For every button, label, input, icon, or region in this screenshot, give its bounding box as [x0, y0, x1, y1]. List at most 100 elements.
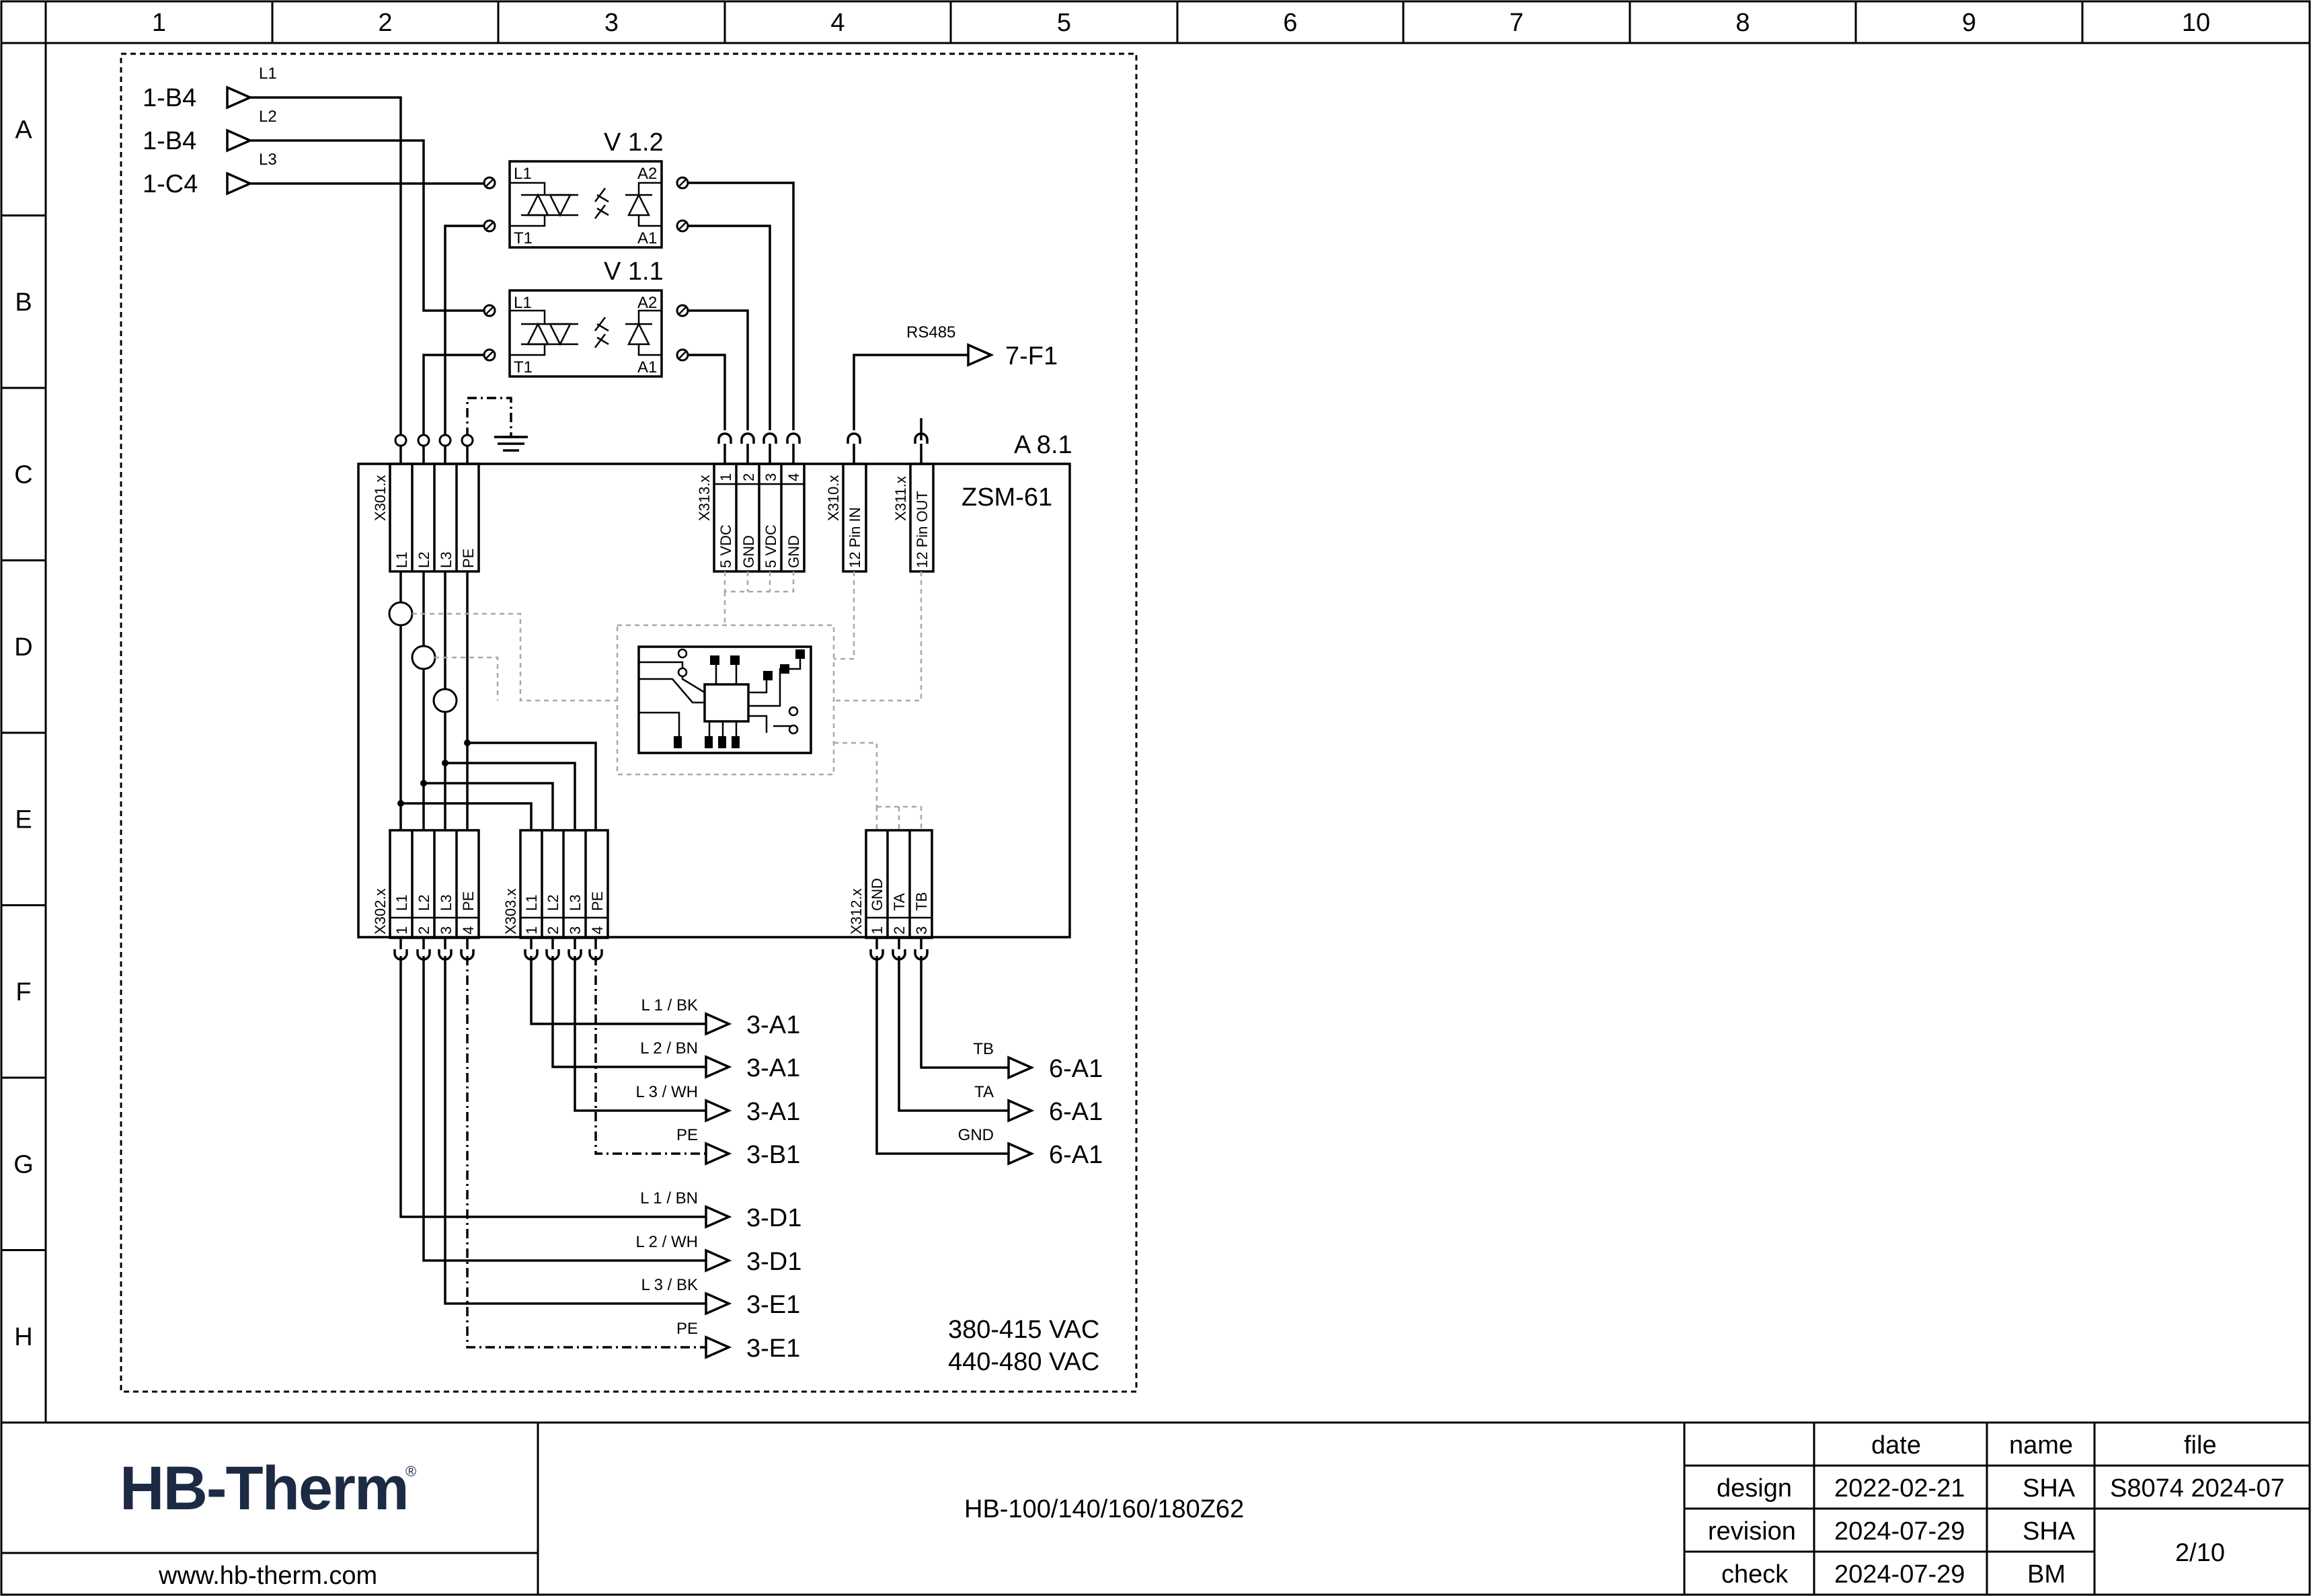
- rs485-ref: 7-F1: [1005, 342, 1058, 370]
- title-block: HB-Therm ® www.hb-therm.com HB-100/140/1…: [1, 1423, 2310, 1595]
- column-header: 7: [1510, 9, 1524, 37]
- connector-x302: X302.x L1 L2 L3 PE 1 2 3 4: [372, 829, 480, 939]
- svg-text:2: 2: [545, 926, 561, 934]
- check-date: 2024-07-29: [1834, 1560, 1965, 1589]
- column-header: 8: [1735, 9, 1750, 37]
- column-header: 9: [1962, 9, 1976, 37]
- x302-name: X302.x: [372, 889, 389, 935]
- row-header: A: [15, 116, 32, 144]
- circuit-board-icon: [637, 645, 812, 754]
- column-header: 1: [152, 9, 166, 37]
- relay-v11-title: V 1.1: [604, 257, 664, 286]
- header-date: date: [1871, 1431, 1921, 1460]
- sheet-number: 2/10: [2175, 1539, 2225, 1567]
- column-header: 5: [1057, 9, 1071, 37]
- connector-x303: X303.x L1 L2 L3 PE 1 2 3 4: [502, 829, 609, 939]
- svg-text:1: 1: [869, 926, 886, 934]
- svg-text:2: 2: [416, 926, 432, 934]
- input-arrow-3: [226, 172, 251, 195]
- row-header: B: [15, 288, 32, 317]
- svg-text:T1: T1: [514, 358, 533, 376]
- internal-signal-lines: [412, 571, 923, 830]
- row-label-check: check: [1721, 1560, 1789, 1589]
- svg-text:3: 3: [762, 473, 779, 481]
- svg-text:L1: L1: [393, 552, 410, 568]
- svg-text:GND: GND: [785, 535, 802, 568]
- svg-text:A1: A1: [637, 229, 657, 247]
- svg-text:3: 3: [567, 926, 584, 934]
- svg-text:1: 1: [393, 926, 410, 934]
- header-file: file: [2184, 1431, 2217, 1460]
- company-website: www.hb-therm.com: [158, 1562, 377, 1590]
- svg-text:5 VDC: 5 VDC: [762, 524, 779, 568]
- input-arrow-2: [226, 129, 251, 152]
- svg-text:T1: T1: [514, 229, 533, 247]
- revision-date: 2024-07-29: [1834, 1517, 1965, 1546]
- svg-text:PE: PE: [589, 891, 606, 911]
- svg-text:PE: PE: [460, 891, 477, 911]
- module-name: ZSM-61: [962, 483, 1052, 512]
- output-references: 3-A1L 1 / BK3-A1L 2 / BN3-A1L 3 / WH3-B1…: [636, 996, 1103, 1363]
- svg-text:L1: L1: [514, 294, 532, 312]
- column-header: 2: [378, 9, 392, 37]
- output-arrow: [705, 1336, 730, 1359]
- output-wire-label: TA: [974, 1083, 994, 1101]
- module-zsm61: A 8.1 ZSM-61: [357, 431, 1072, 939]
- svg-text:PE: PE: [460, 549, 477, 568]
- output-wire-label: TB: [973, 1040, 994, 1058]
- row-header: E: [15, 805, 32, 834]
- x311-name: X311.x: [892, 476, 909, 521]
- svg-text:2: 2: [740, 473, 757, 481]
- relay-terminals: [483, 176, 689, 362]
- design-date: 2022-02-21: [1834, 1474, 1965, 1503]
- output-ref: 6-A1: [1049, 1098, 1103, 1126]
- svg-text:L2: L2: [416, 895, 432, 911]
- voltage-line-2: 440-480 VAC: [948, 1348, 1099, 1376]
- x310-name: X310.x: [825, 475, 842, 522]
- svg-text:12 Pin OUT: 12 Pin OUT: [914, 491, 931, 568]
- svg-text:12 Pin IN: 12 Pin IN: [847, 508, 863, 569]
- svg-text:GND: GND: [740, 535, 757, 568]
- svg-text:1: 1: [523, 926, 540, 934]
- output-ref: 3-D1: [746, 1204, 801, 1232]
- output-ref: 3-A1: [746, 1098, 800, 1126]
- row-label-design: design: [1717, 1474, 1792, 1503]
- output-wire-label: GND: [958, 1126, 994, 1144]
- connector-x313: X313.x 1 2 3 4 5 VDC GND 5 VDC GND: [696, 463, 806, 573]
- output-arrow: [1007, 1142, 1033, 1165]
- rs485-link: RS485 7-F1: [906, 323, 1058, 370]
- row-header: G: [13, 1150, 34, 1179]
- wire-label-l1: L1: [259, 65, 277, 83]
- output-wire-label: PE: [676, 1126, 698, 1144]
- output-ref: 3-B1: [746, 1141, 800, 1169]
- output-arrow: [705, 1292, 730, 1315]
- company-logo: HB-Therm: [120, 1454, 408, 1523]
- svg-text:2: 2: [891, 926, 908, 934]
- relay-v12-title: V 1.2: [604, 128, 664, 157]
- svg-text:1: 1: [717, 473, 734, 481]
- revision-name: SHA: [2023, 1517, 2076, 1546]
- header-name: name: [2009, 1431, 2073, 1460]
- column-header: 10: [2182, 9, 2210, 37]
- column-header: 4: [830, 9, 845, 37]
- svg-text:A2: A2: [637, 294, 657, 312]
- bottom-plugs: [393, 938, 929, 961]
- logo-registered-mark: ®: [405, 1463, 416, 1480]
- enclosure-boundary: [120, 52, 1138, 1393]
- output-ref: 3-E1: [746, 1334, 800, 1363]
- x301-name: X301.x: [372, 475, 389, 522]
- input-references: 1-B4 1-B4 1-C4 L1 L2 L3: [143, 65, 277, 198]
- input-ref-2: 1-B4: [143, 127, 196, 155]
- rs485-arrow: [967, 344, 992, 366]
- svg-text:4: 4: [589, 926, 606, 934]
- output-wiring: [399, 956, 1009, 1349]
- design-name: SHA: [2023, 1474, 2076, 1503]
- svg-text:L1: L1: [523, 895, 540, 911]
- svg-text:L3: L3: [438, 895, 455, 911]
- svg-text:L3: L3: [567, 895, 584, 911]
- output-arrow: [705, 1099, 730, 1122]
